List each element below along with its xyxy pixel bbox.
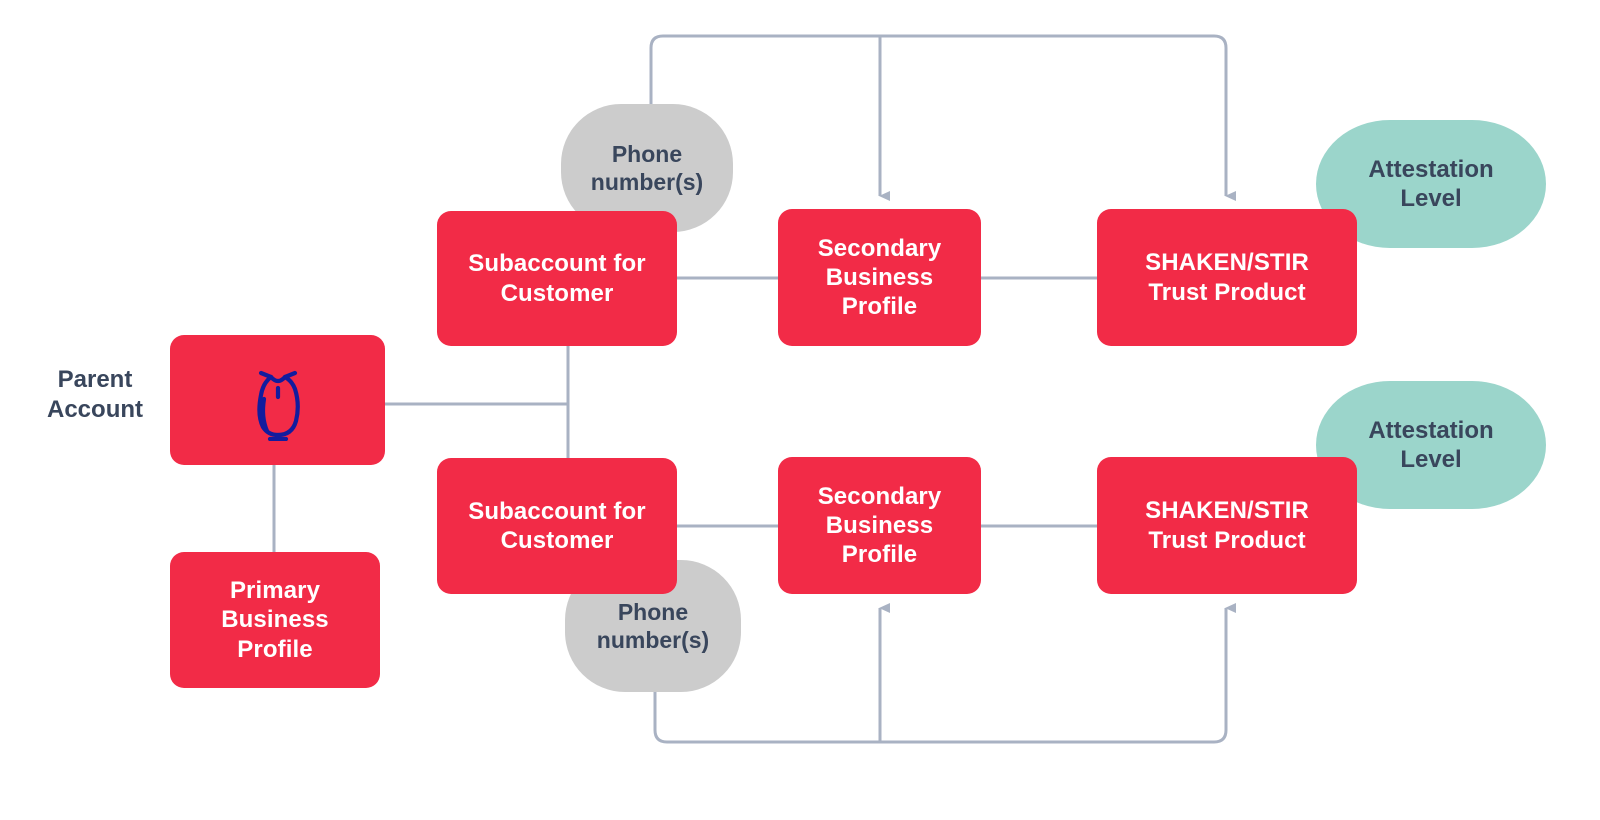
secondary-business-profile-bottom-box[interactable]: Secondary Business Profile bbox=[778, 457, 981, 594]
parent-account-box[interactable] bbox=[170, 335, 385, 465]
subaccount-top-label: Subaccount for Customer bbox=[468, 250, 646, 307]
edge-phone-top-to-trust-top bbox=[649, 34, 1236, 201]
trust-product-top-box[interactable]: SHAKEN/STIR Trust Product bbox=[1097, 209, 1357, 346]
subaccount-bottom-label: Subaccount for Customer bbox=[468, 497, 646, 554]
trust-product-bottom-label: SHAKEN/STIR Trust Product bbox=[1145, 497, 1309, 554]
subaccount-bottom-box[interactable]: Subaccount for Customer bbox=[437, 458, 677, 594]
primary-business-profile-box[interactable]: Primary Business Profile bbox=[170, 552, 380, 688]
secondary-business-profile-top-label: Secondary Business Profile bbox=[817, 234, 942, 321]
phone-numbers-bottom-label: Phone number(s) bbox=[596, 598, 710, 653]
attestation-level-top-label: Attestation Level bbox=[1368, 155, 1494, 212]
trust-product-bottom-box[interactable]: SHAKEN/STIR Trust Product bbox=[1097, 457, 1357, 594]
subaccount-top-box[interactable]: Subaccount for Customer bbox=[437, 211, 677, 346]
parent-account-caption: Parent Account bbox=[47, 366, 143, 423]
primary-business-profile-label: Primary Business Profile bbox=[221, 577, 329, 663]
phone-numbers-top-label: Phone number(s) bbox=[590, 140, 704, 195]
trust-product-top-label: SHAKEN/STIR Trust Product bbox=[1145, 249, 1309, 306]
attestation-level-bottom-label: Attestation Level bbox=[1368, 416, 1494, 473]
secondary-business-profile-bottom-label: Secondary Business Profile bbox=[817, 482, 942, 569]
secondary-business-profile-top-box[interactable]: Secondary Business Profile bbox=[778, 209, 981, 346]
owl-icon bbox=[256, 370, 300, 441]
